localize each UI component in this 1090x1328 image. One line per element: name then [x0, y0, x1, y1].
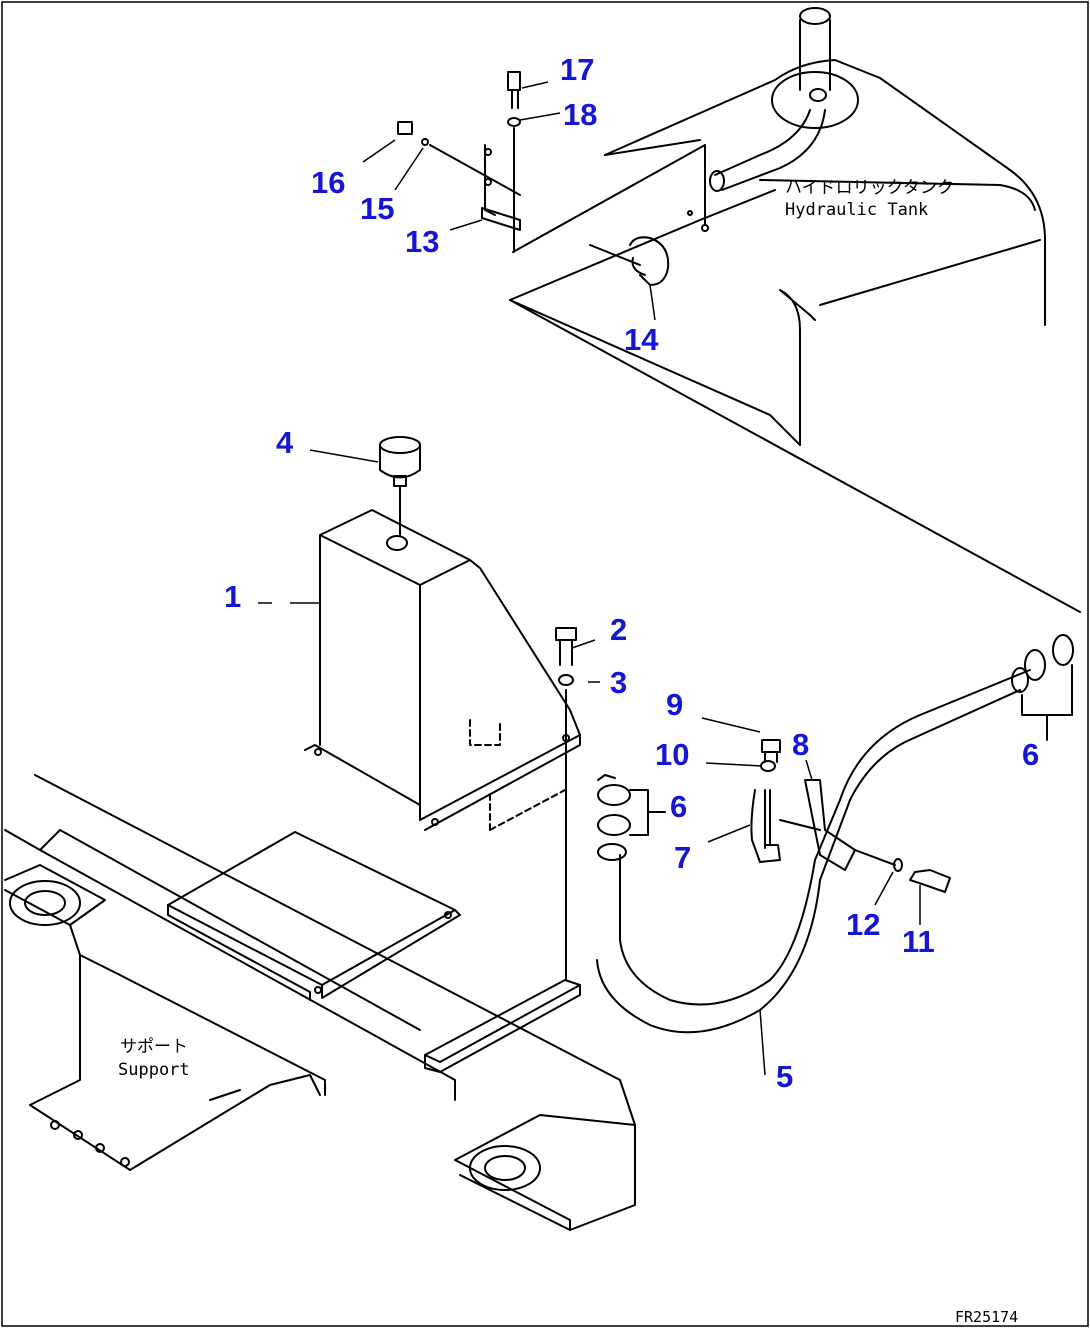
callout-13: 13: [405, 224, 439, 259]
tank-flange: [771, 71, 859, 129]
callout-15: 15: [360, 191, 394, 226]
callout-14: 14: [624, 322, 659, 357]
callout-2: 2: [610, 612, 627, 647]
callout-17: 17: [560, 52, 594, 87]
bolt-2: [555, 627, 577, 981]
callout-5: 5: [776, 1059, 793, 1094]
callout-7: 7: [674, 840, 691, 875]
callout-18: 18: [563, 97, 597, 132]
callout-6-right: 6: [1022, 737, 1039, 772]
callout-3: 3: [610, 665, 627, 700]
tank-label-jp: ハイドロリックタンク: [785, 178, 954, 198]
callout-6-left: 6: [670, 789, 687, 824]
breather-4: [379, 436, 421, 536]
support-label-jp: サポート: [120, 1037, 188, 1057]
tank-label-en: Hydraulic Tank: [785, 200, 928, 220]
support-label-en: Support: [118, 1060, 190, 1080]
callout-4: 4: [276, 425, 294, 460]
callout-9: 9: [666, 687, 683, 722]
callout-1: 1: [224, 579, 241, 614]
bolt-9: [760, 739, 781, 772]
bolt-11: [854, 849, 951, 893]
oil-tank-1: [304, 509, 581, 831]
clip-14: [629, 236, 670, 286]
callout-16: 16: [311, 165, 345, 200]
bracket-assembly: [397, 71, 706, 253]
leader-lines: [258, 81, 921, 1076]
hose-5: [596, 667, 1031, 1034]
support-frame: [4, 774, 636, 1231]
callout-8: 8: [792, 727, 809, 762]
callout-10: 10: [655, 737, 689, 772]
bracket-7: [750, 789, 821, 863]
hydraulic-tank: [509, 7, 1081, 613]
callout-12: 12: [846, 907, 880, 942]
figure-code: FR25174: [955, 1308, 1018, 1326]
hose-clamps-6: [597, 634, 1074, 836]
callout-11: 11: [902, 924, 935, 959]
